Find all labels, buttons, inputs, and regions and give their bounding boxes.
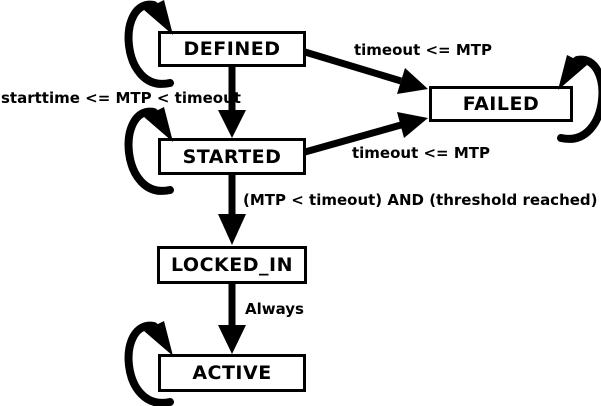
- arrow-started-failed: [304, 121, 402, 156]
- state-label-active: ACTIVE: [192, 362, 271, 384]
- self-loop-arrowhead-failed: [558, 55, 587, 90]
- arrowhead-defined-started: [218, 110, 246, 138]
- arrow-defined-failed: [303, 48, 403, 85]
- state-box-active: [158, 354, 306, 392]
- arrowhead-started-failed: [397, 112, 428, 138]
- transition-label-started-locked-in: (MTP < timeout) AND (threshold reached): [243, 191, 598, 209]
- state-box-defined: [158, 31, 306, 67]
- self-loop-failed: [557, 55, 601, 143]
- state-box-started: [158, 138, 306, 175]
- state-labels: DEFINED FAILED STARTED LOCKED_IN ACTIVE: [171, 38, 539, 384]
- state-label-locked-in: LOCKED_IN: [171, 254, 293, 276]
- arrowhead-locked-in-active: [218, 325, 246, 354]
- arrowhead-started-locked-in: [218, 214, 246, 245]
- self-loop-defined: [124, 0, 174, 88]
- transition-label-defined-started: starttime <= MTP < timeout: [1, 89, 241, 107]
- self-loop-arrowhead-defined: [144, 0, 173, 35]
- transition-label-started-failed: timeout <= MTP: [352, 144, 490, 162]
- transition-label-locked-in-active: Always: [245, 300, 304, 318]
- transition-arrows: [218, 48, 428, 354]
- self-loop-arrowhead-started: [144, 107, 173, 142]
- self-loop-active: [124, 321, 174, 406]
- transition-label-defined-failed: timeout <= MTP: [354, 41, 492, 59]
- self-loops: [124, 0, 601, 406]
- self-loop-arrowhead-active: [144, 321, 173, 356]
- self-loop-arrowheads: [144, 0, 587, 356]
- arrowhead-defined-failed: [397, 68, 428, 94]
- state-box-failed: [429, 86, 573, 122]
- state-box-locked-in: [157, 246, 307, 284]
- self-loop-started: [124, 107, 174, 195]
- state-label-defined: DEFINED: [184, 38, 281, 60]
- transition-labels: timeout <= MTP starttime <= MTP < timeou…: [1, 41, 598, 318]
- state-label-failed: FAILED: [463, 93, 539, 115]
- state-label-started: STARTED: [183, 146, 282, 168]
- state-boxes: [157, 31, 573, 392]
